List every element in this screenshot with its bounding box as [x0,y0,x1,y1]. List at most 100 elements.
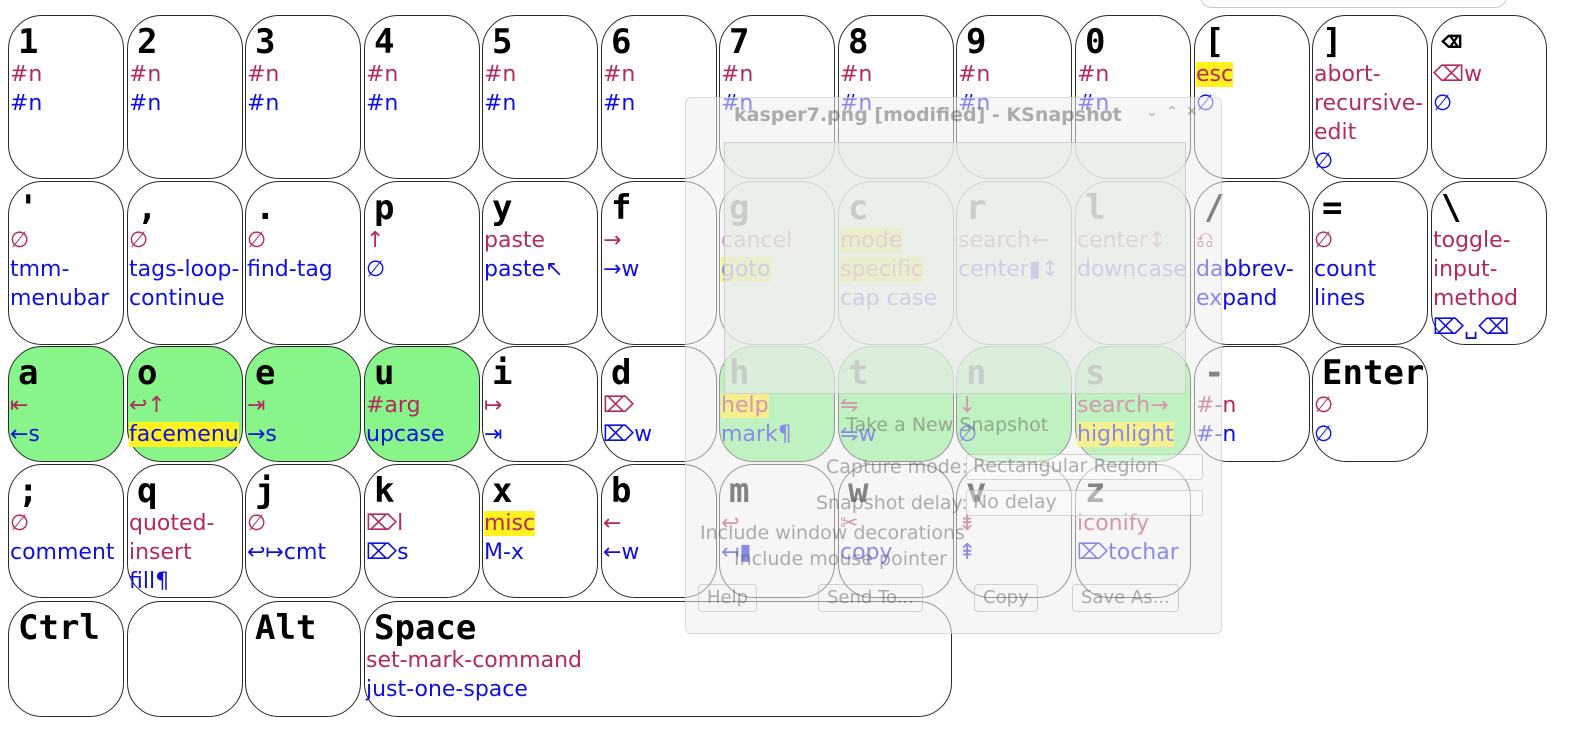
close-icon[interactable]: ✕ [1186,104,1198,120]
key-bindings: ←←w [603,509,639,567]
include-decorations-checkbox[interactable]: Include window decorations [700,522,965,544]
binding-primary: method [1433,286,1518,311]
key-3[interactable]: 3#n#n [245,15,361,179]
key-bindings: ∅tags-loop-continue [129,226,239,313]
key-label: f [611,188,632,228]
capture-mode-select[interactable]: Rectangular Region [966,454,1203,480]
key-label: [ [1204,22,1225,62]
key-alt[interactable]: Alt [245,601,361,717]
key-label: ; [18,471,39,511]
binding-primary: quoted- [129,511,215,536]
binding-primary: esc [1196,62,1234,87]
binding-secondary: just-one-space [366,677,528,702]
key-label: j [255,471,276,511]
send-to-button[interactable]: Send To... [818,584,923,612]
binding-secondary: #n [10,91,43,116]
key-sym3-0[interactable]: ;∅comment [8,464,124,598]
key-sym1-1[interactable]: ,∅tags-loop-continue [127,181,243,345]
binding-secondary: continue [129,286,225,311]
binding-primary: ↑ [366,228,385,253]
key-p[interactable]: p↑∅ [364,181,480,345]
binding-secondary: ⌦␣⌫ [1433,315,1510,340]
key-o[interactable]: o↩↑facemenu [127,346,243,462]
key-sym1-2[interactable]: .∅find-tag [245,181,361,345]
key-ctrl[interactable]: Ctrl [8,601,124,717]
chevron-up-icon[interactable]: ⌃ [1166,104,1178,120]
delay-value: No delay [973,491,1057,513]
binding-secondary: find-tag [247,257,333,282]
key-j[interactable]: j∅↩↦cmt [245,464,361,598]
binding-primary: ↦ [484,393,503,418]
key-label: k [374,471,395,511]
binding-secondary: fill¶ [129,569,170,594]
key-a[interactable]: a⇤←s [8,346,124,462]
binding-secondary: #n [247,91,280,116]
delay-spinbox[interactable]: No delay [966,490,1203,516]
binding-primary: ∅ [10,511,30,536]
binding-primary: insert [129,540,192,565]
binding-primary: edit [1314,120,1357,145]
key-bindings: ⌦⌦w [603,391,652,449]
binding-primary: ∅ [1314,228,1334,253]
key-5[interactable]: 5#n#n [482,15,598,179]
binding-secondary: ←w [603,540,640,565]
key-label: 1 [18,22,39,62]
binding-primary: #arg [366,393,421,418]
key-bindings: ∅tmm-menubar [10,226,109,313]
key-label: 0 [1085,22,1106,62]
binding-primary: ⇤ [10,393,29,418]
include-pointer-checkbox[interactable]: Include mouse pointer [734,548,947,570]
key-2[interactable]: 2#n#n [127,15,243,179]
key-1[interactable]: 1#n#n [8,15,124,179]
binding-primary: #n [840,62,873,87]
key-sym0-11[interactable]: ]abort-recursive-edit∅ [1312,15,1428,179]
binding-secondary: ⌦s [366,540,409,565]
binding-secondary: ←s [10,422,40,447]
binding-primary: abort- [1314,62,1381,87]
binding-secondary: ⌦w [603,422,653,447]
binding-primary: #n [603,62,636,87]
key-bindings: abort-recursive-edit∅ [1314,60,1423,176]
chevron-down-icon[interactable]: ⌄ [1146,104,1158,120]
binding-primary: #n [958,62,991,87]
key-label: 6 [611,22,632,62]
key-label: e [255,353,276,393]
key-label: = [1322,188,1343,228]
key-i[interactable]: i↦⇥ [482,346,598,462]
key-bindings: ∅∅ [1314,391,1333,449]
key-label: d [611,353,632,393]
key-sym0-12[interactable]: ⌫⌫w∅ [1431,15,1547,179]
binding-secondary: ∅ [1433,91,1453,116]
key-sym0-10[interactable]: [esc∅ [1194,15,1310,179]
key-blank[interactable] [127,601,243,717]
delay-label: Snapshot delay: [816,492,968,514]
copy-button[interactable]: Copy [974,584,1038,612]
binding-primary: toggle- [1433,228,1511,253]
key-bindings: ⇥→s [247,391,277,449]
save-as-button[interactable]: Save As... [1072,584,1179,612]
key-bindings: ↩↑facemenu [129,391,239,449]
key-sym1-0[interactable]: '∅tmm-menubar [8,181,124,345]
new-snapshot-button[interactable]: Take a New Snapshot [846,414,1049,436]
key-k[interactable]: k⌦l ⌦s [364,464,480,598]
key-label: b [611,471,632,511]
key-enter[interactable]: Enter∅∅ [1312,346,1428,462]
key-label: 3 [255,22,276,62]
key-e[interactable]: e⇥→s [245,346,361,462]
search-field[interactable] [1200,0,1507,8]
binding-primary: ⌦l [366,511,404,536]
binding-primary: #n [129,62,162,87]
capture-mode-label: Capture mode: [826,456,968,478]
key-sym1-12[interactable]: \toggle-input-method⌦␣⌫ [1431,181,1547,345]
binding-primary: ∅ [247,511,267,536]
key-label: u [374,353,395,393]
help-button[interactable]: Help [698,584,758,612]
key-bindings: ∅↩↦cmt [247,509,326,567]
key-4[interactable]: 4#n#n [364,15,480,179]
